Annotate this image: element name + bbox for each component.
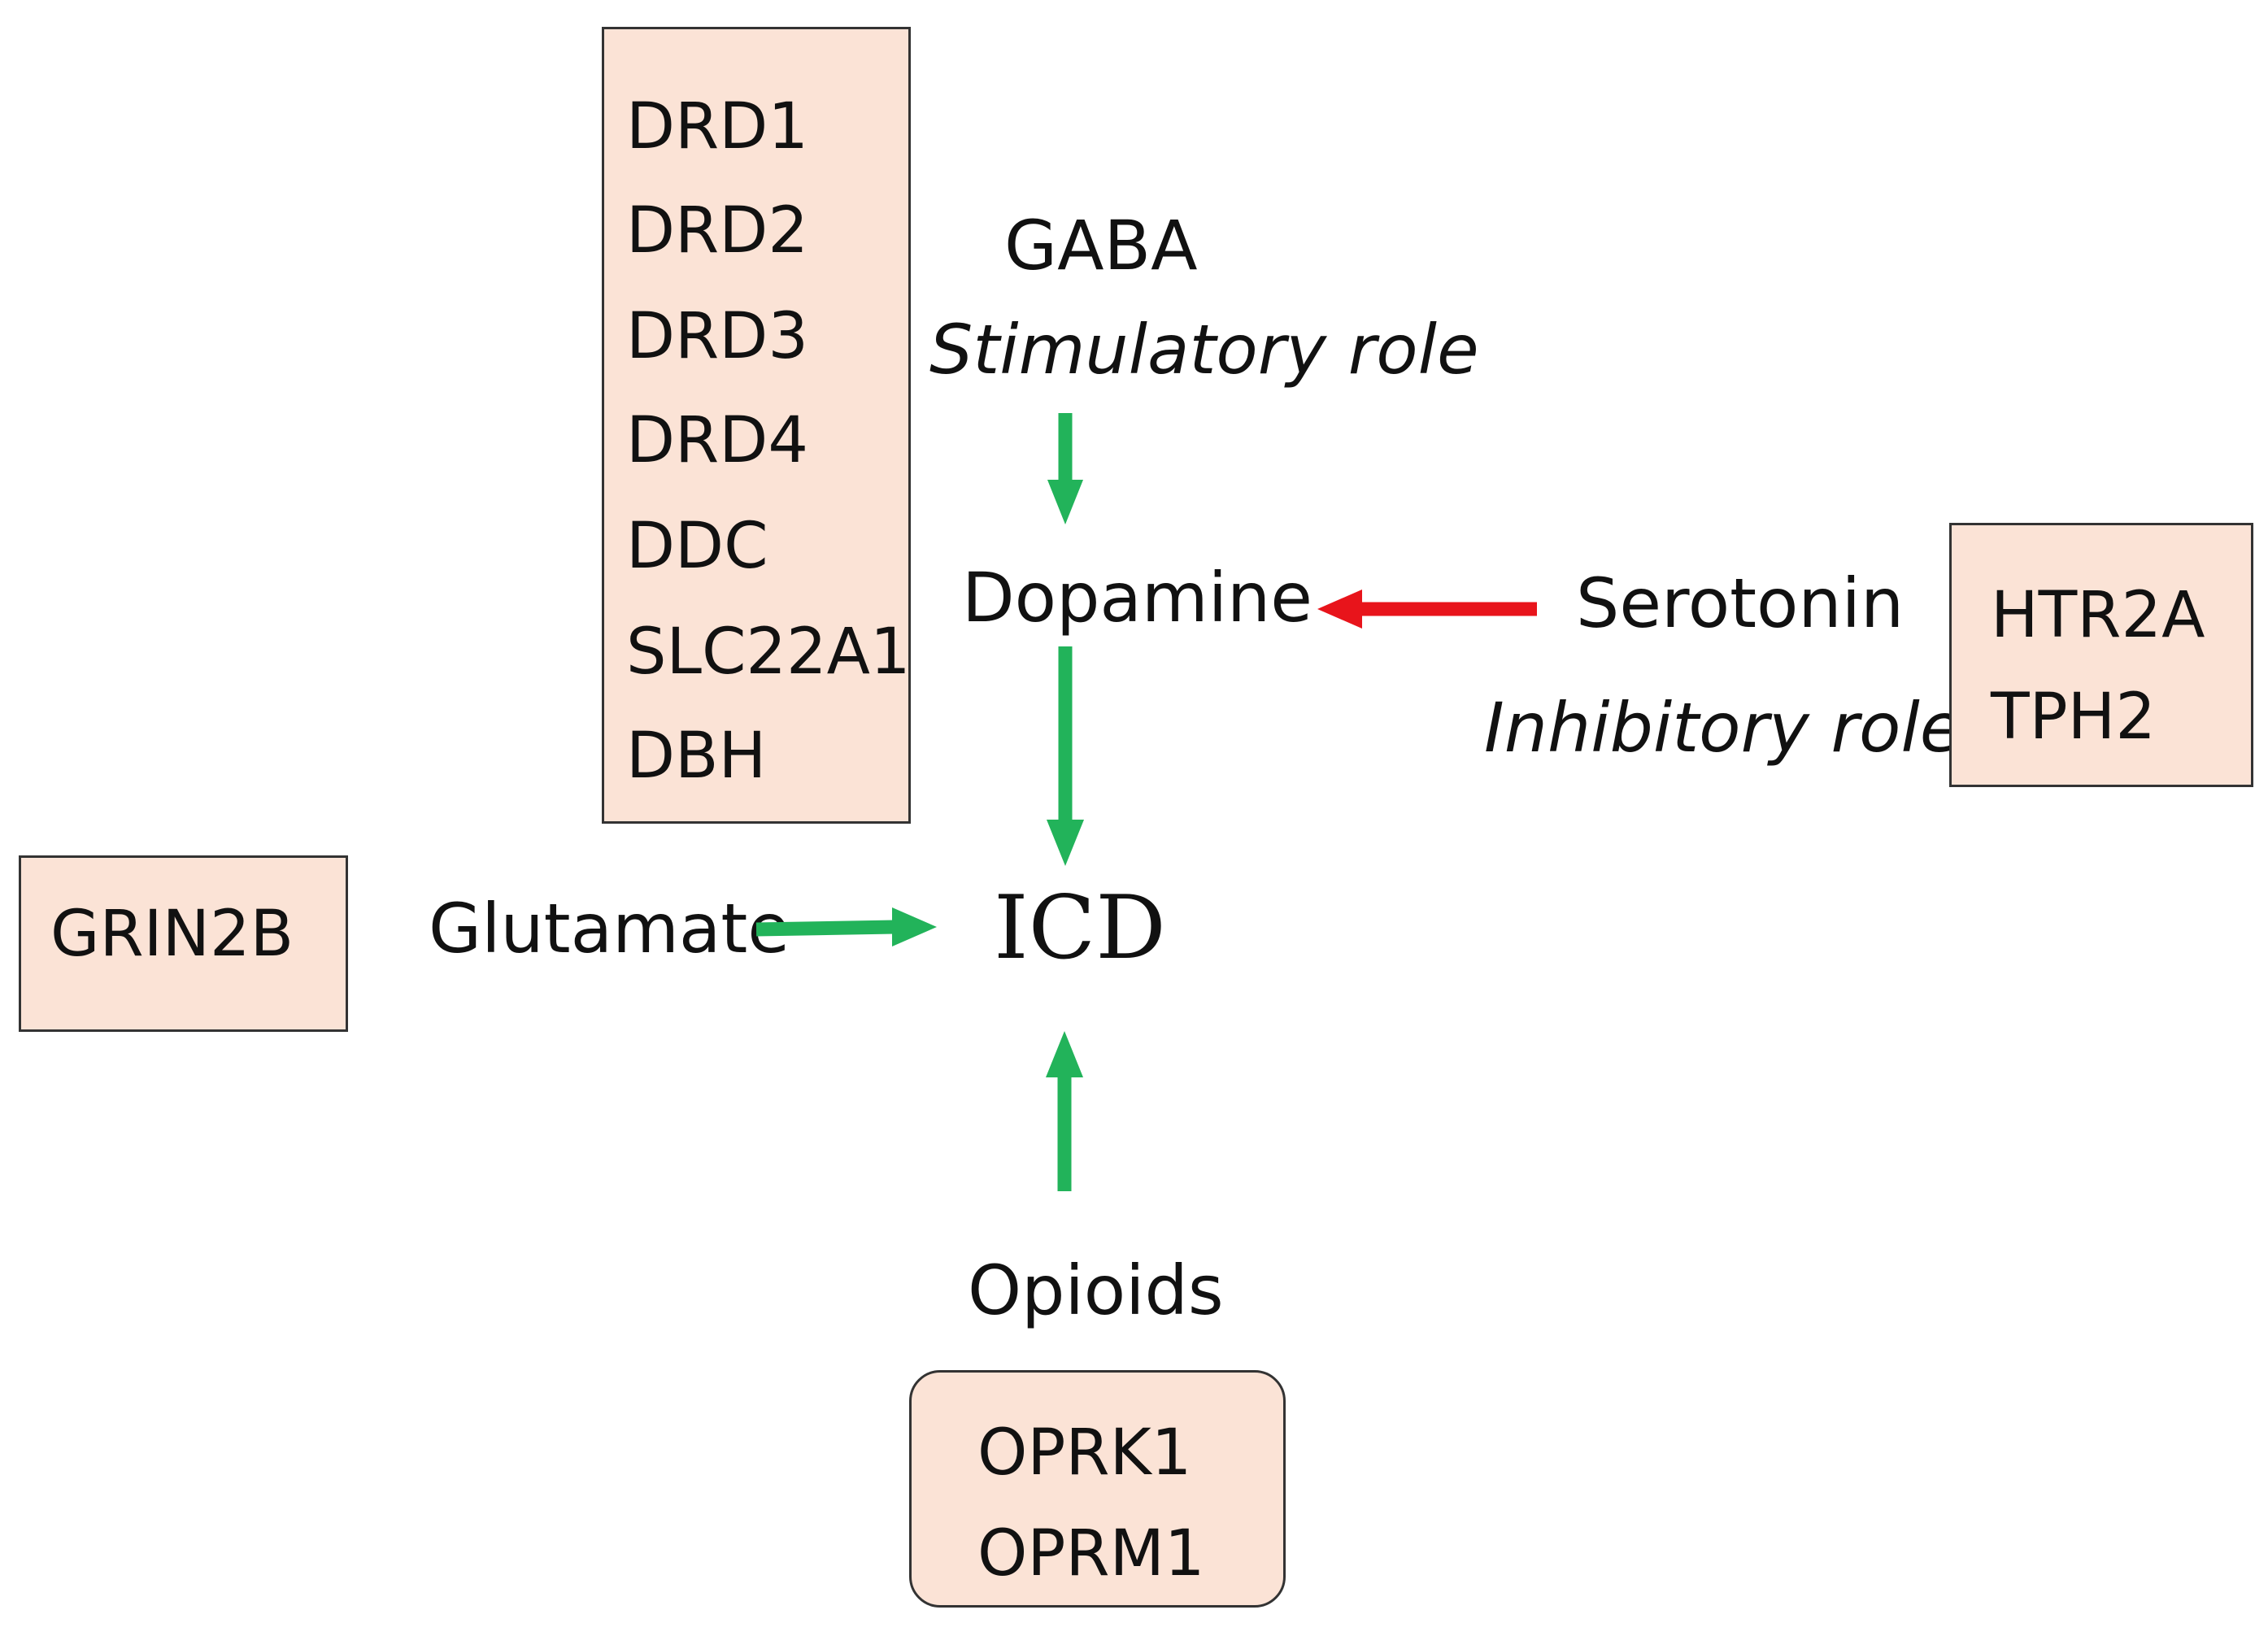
gene-oprm1: OPRM1 <box>977 1517 1205 1590</box>
opioids-label: Opioids <box>968 1251 1224 1330</box>
arrow-glutamate-to-icd <box>755 907 937 946</box>
gaba-stimulatory-role: Stimulatory role <box>929 310 1479 389</box>
arrow-dopamine-to-icd <box>1047 646 1084 866</box>
icd-center-label: ICD <box>994 877 1166 979</box>
opioids-gene-box <box>909 1370 1286 1608</box>
serotonin-inhibitory-role: Inhibitory role <box>1484 688 1962 768</box>
gene-drd1: DRD1 <box>626 90 808 163</box>
gene-oprk1: OPRK1 <box>977 1416 1192 1490</box>
dopamine-gene-box <box>602 27 911 824</box>
gene-htr2a: HTR2A <box>1991 579 2205 652</box>
gene-tph2: TPH2 <box>1991 681 2156 754</box>
gene-dbh: DBH <box>626 720 767 793</box>
gene-slc22a1: SLC22A1 <box>626 616 911 689</box>
serotonin-label: Serotonin <box>1576 563 1905 643</box>
gene-drd2: DRD2 <box>626 194 808 268</box>
gene-drd4: DRD4 <box>626 404 808 477</box>
arrow-opioids-to-icd <box>1046 1031 1083 1191</box>
glutamate-gene-box <box>19 855 348 1032</box>
gene-grin2b: GRIN2B <box>50 898 294 971</box>
dopamine-label: Dopamine <box>962 558 1312 637</box>
glutamate-label: Glutamate <box>429 889 790 968</box>
arrow-serotonin-to-dopamine <box>1317 590 1537 629</box>
gaba-label: GABA <box>1004 206 1198 285</box>
arrow-gaba-to-dopamine <box>1047 413 1083 524</box>
gene-drd3: DRD3 <box>626 300 808 373</box>
serotonin-gene-box <box>1949 523 2253 787</box>
gene-ddc: DDC <box>626 510 768 583</box>
